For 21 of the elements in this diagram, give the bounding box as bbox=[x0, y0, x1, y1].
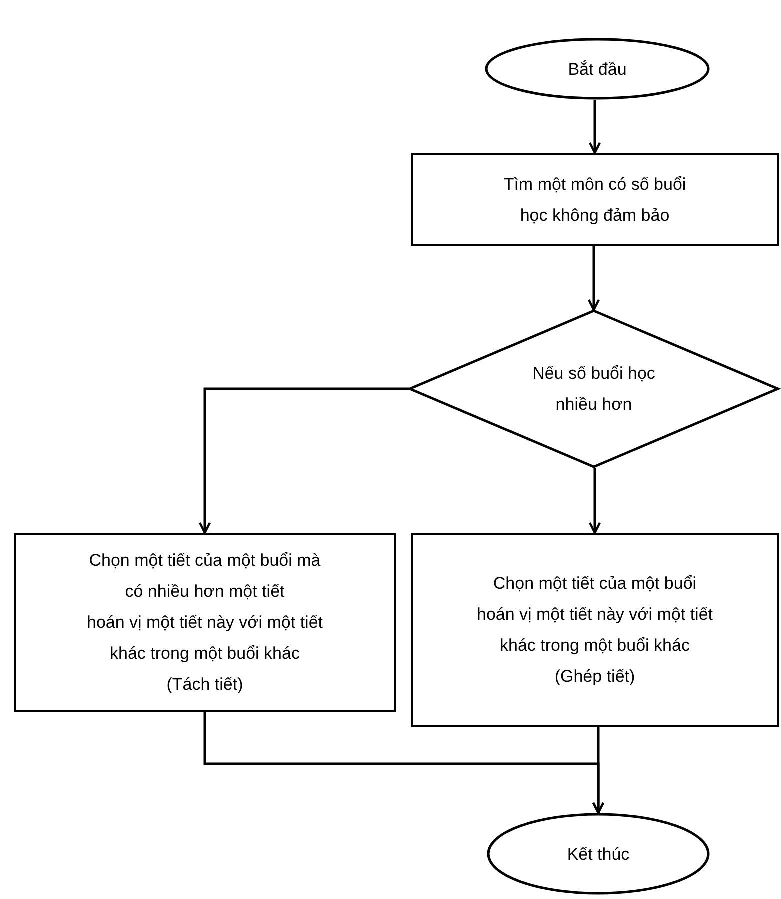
step-text: Tìm một môn có số buổi học không đảm bảo bbox=[503, 174, 687, 226]
decision-text: Nếu số buổi học nhiều hơn bbox=[532, 363, 656, 416]
step-text: Chọn một tiết của một buổi bbox=[493, 573, 697, 595]
step-text: Kết thúc bbox=[567, 844, 630, 866]
step-text: Chọn một tiết của một buổi mà bbox=[89, 550, 321, 572]
arrow bbox=[198, 388, 409, 534]
step-text: hoán vị một tiết này với một tiết bbox=[476, 604, 714, 626]
arrow bbox=[588, 100, 602, 154]
step-text: (Ghép tiết) bbox=[554, 666, 636, 688]
step-text: có nhiều hơn một tiết bbox=[125, 581, 285, 603]
arrow bbox=[588, 468, 602, 534]
step-text: hoán vị một tiết này với một tiết bbox=[86, 612, 324, 634]
arrow bbox=[588, 246, 600, 312]
arrow bbox=[592, 727, 605, 814]
process-box bbox=[411, 153, 779, 246]
step-text: khác trong một buổi khác bbox=[110, 643, 300, 665]
step-text: khác trong một buổi khác bbox=[500, 635, 690, 657]
process-box bbox=[14, 533, 396, 712]
process-box bbox=[411, 533, 779, 727]
step-text: (Tách tiết) bbox=[166, 674, 244, 696]
step-text: Bắt đầu bbox=[568, 58, 627, 80]
